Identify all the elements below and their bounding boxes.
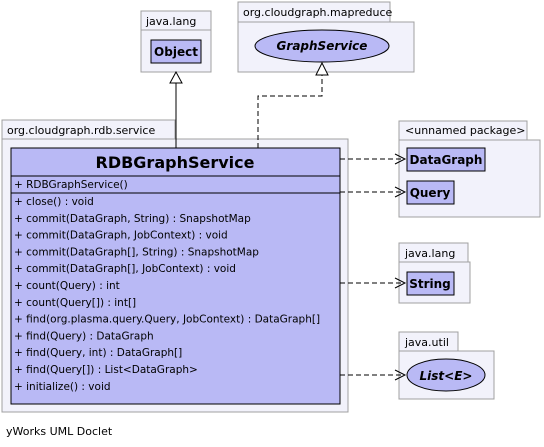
package-label: java.util [404,336,449,349]
interface-list-ellipse[interactable] [406,358,486,392]
package-unnamed: <unnamed package> DataGraph Query [398,120,541,218]
realization-line [257,75,323,148]
method-item: + commit(DataGraph[], JobContext) : void [14,263,236,275]
class-string-box[interactable] [406,271,455,296]
class-datagraph-name: DataGraph [410,153,483,167]
method-item: + count(Query) : int [14,280,120,292]
constructor-list: + RDBGraphService() [14,179,128,191]
package-java-lang-bottom: java.lang String [398,242,471,304]
class-object-name: Object [154,45,198,59]
method-item: + find(Query, int) : DataGraph[] [14,347,182,359]
dependency-arrowhead [394,186,407,198]
method-item: + count(Query[]) : int[] [14,297,136,309]
constructor-item: + RDBGraphService() [14,179,128,191]
method-item: + commit(DataGraph, JobContext) : void [14,230,228,242]
interface-list-name: List<E> [420,369,473,383]
method-item: + find(org.plasma.query.Query, JobContex… [14,314,320,326]
method-list: + close() : void + commit(DataGraph, Stri… [14,196,320,393]
package-label: org.cloudgraph.mapreduce [243,6,393,19]
class-title: RDBGraphService [96,153,255,172]
dependency-arrow-query [340,186,407,198]
dependency-arrow-string [340,277,407,289]
realization-triangle [315,61,329,76]
class-rdbgraphservice[interactable]: RDBGraphService + RDBGraphService() + cl… [10,147,341,405]
dependency-arrow-datagraph [340,153,407,165]
interface-graphservice-name: GraphService [277,39,368,53]
method-item: + close() : void [14,196,94,208]
class-datagraph-box[interactable] [406,147,486,172]
generalization-triangle [169,70,183,84]
dependency-arrowhead [394,153,407,165]
footer-label: yWorks UML Doclet [6,425,113,438]
package-java-lang-top: java.lang Object [140,10,212,73]
class-query-box[interactable] [406,180,455,205]
package-label: org.cloudgraph.rdb.service [7,124,155,137]
generalization-arrow-object [169,70,183,148]
class-query-name: Query [410,186,451,200]
method-item: + find(Query) : DataGraph [14,330,154,342]
package-mapreduce: org.cloudgraph.mapreduce GraphService [237,1,415,73]
method-item: + find(Query[]) : List<DataGraph> [14,364,198,376]
dependency-arrowhead [394,369,407,381]
realization-arrow-graphservice [257,61,329,148]
method-item: + initialize() : void [14,381,111,393]
method-item: + commit(DataGraph[], String) : Snapshot… [14,246,259,258]
dependency-arrowhead [394,277,407,289]
package-java-util: java.util List<E> [398,331,495,400]
class-string-name: String [409,277,451,291]
class-object-box[interactable] [150,39,202,64]
package-label: java.lang [145,15,196,28]
package-label: <unnamed package> [405,124,526,137]
class-box [10,147,341,405]
package-label: java.lang [404,247,455,260]
dependency-arrow-list [340,369,407,381]
method-item: + commit(DataGraph, String) : SnapshotMa… [14,213,251,225]
